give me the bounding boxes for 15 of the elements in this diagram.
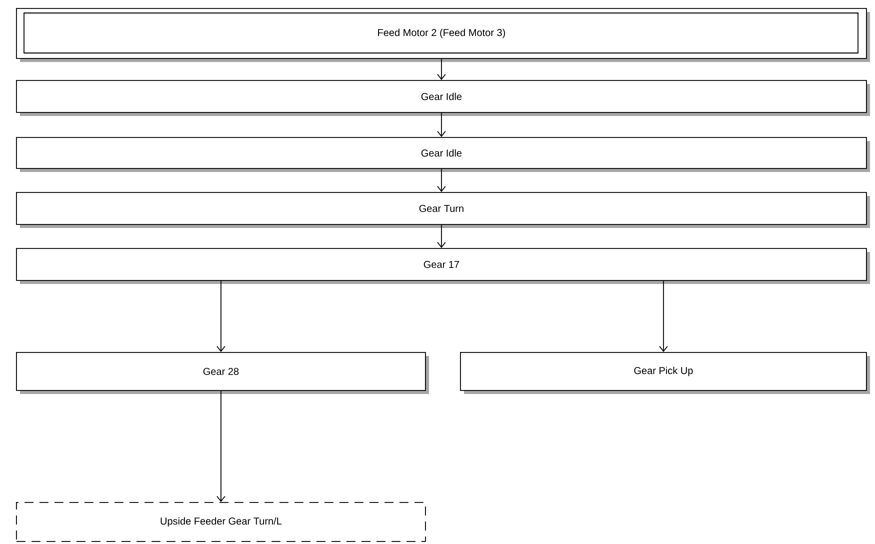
process-box: Gear Idle	[16, 80, 870, 116]
process-box: Gear 28	[16, 352, 429, 394]
arrow	[437, 224, 446, 248]
process-box: Gear 17	[16, 248, 870, 284]
arrow	[659, 280, 668, 352]
double-border-box: Feed Motor 2 (Feed Motor 3)	[16, 8, 870, 62]
arrow	[437, 168, 446, 192]
dashed-box: Upside Feeder Gear Turn/L	[16, 502, 426, 542]
process-box: Gear Pick Up	[460, 352, 870, 394]
arrow	[216, 390, 226, 502]
process-box: Gear Turn	[16, 192, 870, 228]
process-box: Gear Idle	[16, 137, 870, 172]
arrow	[437, 58, 446, 80]
arrow	[216, 280, 226, 352]
arrow	[437, 112, 446, 137]
